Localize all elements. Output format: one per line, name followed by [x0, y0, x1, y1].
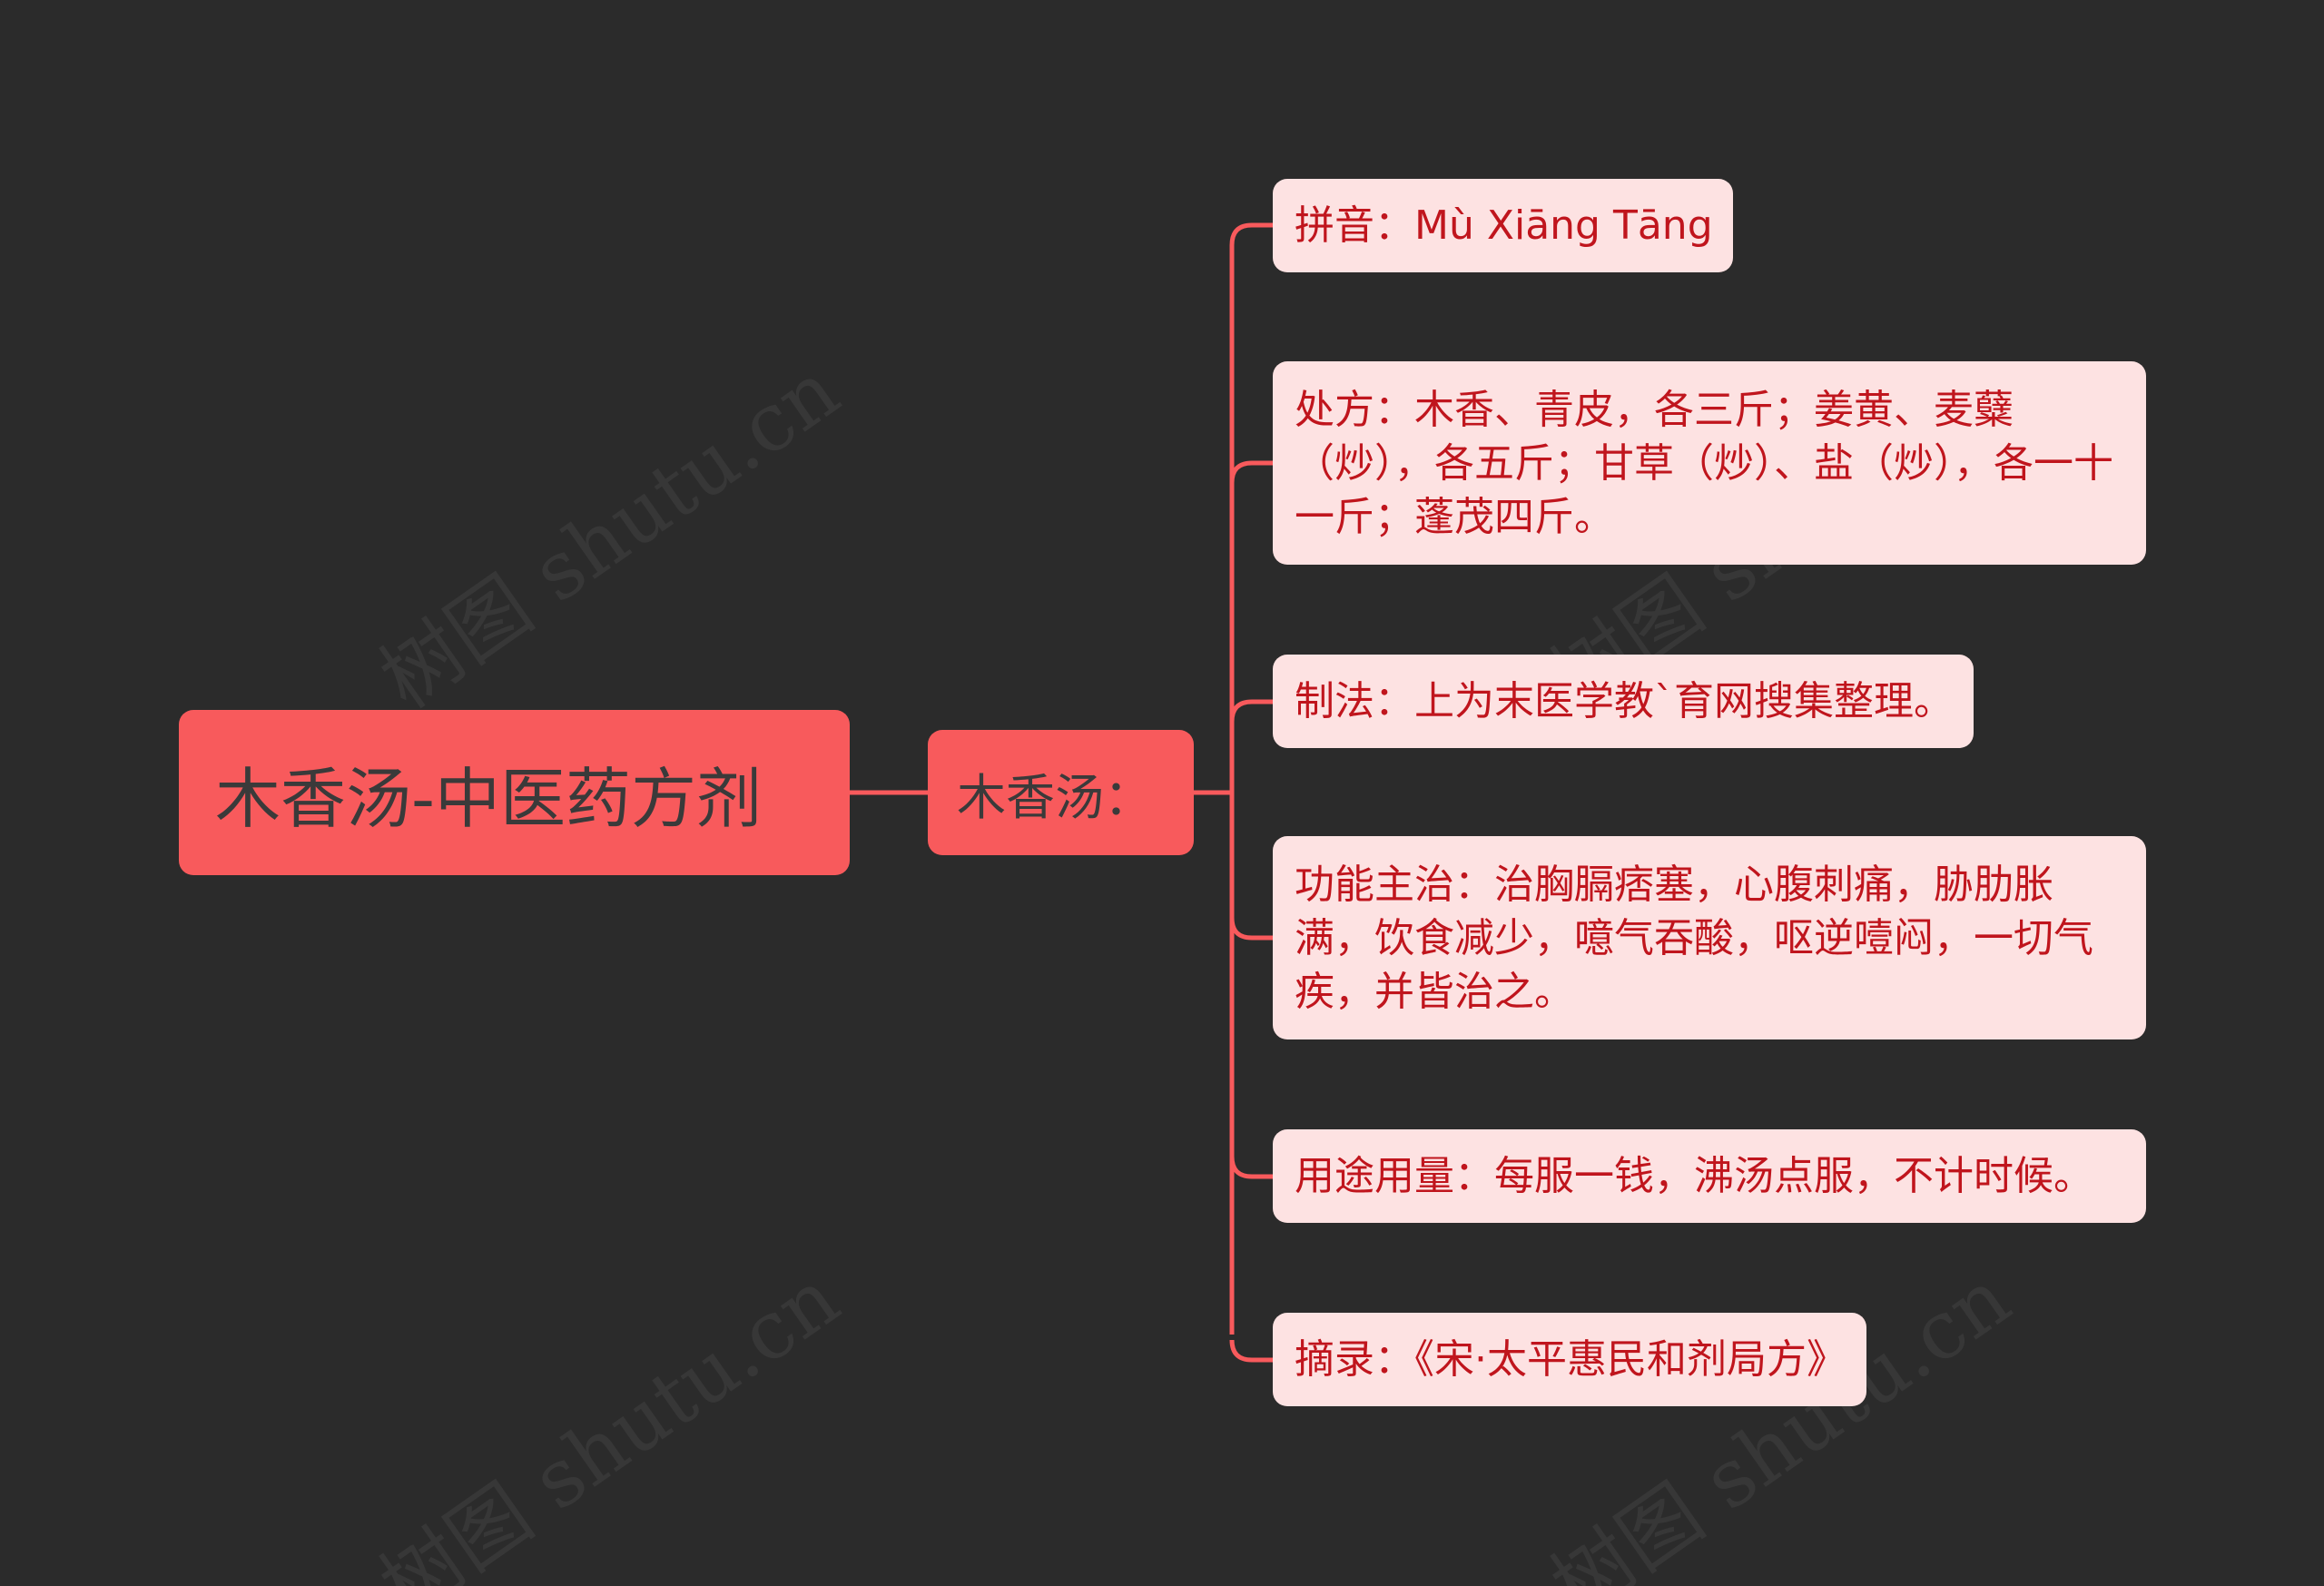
connector-leaf-5: [1229, 1156, 1273, 1179]
leaf-indications-label: 功能主治：治胸膈痞塞，心腹刺痛，胁肋胀满，饮食减少，噫气吞酸，呕逆噎闷，一切气疾…: [1295, 861, 2093, 1015]
leaf-pinyin-label: 拼音：Mù Xiāng Tāng: [1295, 202, 1713, 249]
leaf-preparation-label: 制法：上为末医学教`育网搜集整理。: [1295, 678, 1954, 724]
leaf-dosage[interactable]: 用途用量：每服一钱，沸汤点服，不计时候。: [1273, 1129, 2146, 1223]
connector-leaf-1: [1229, 222, 1273, 246]
leaf-prescription-label: 处方：木香、青皮，各三斤；姜黄、麦糵（炒），各五斤；甘草（炒）、盐（炒），各一十…: [1295, 386, 2113, 540]
connector-leaf-3: [1229, 699, 1273, 723]
leaf-source[interactable]: 摘录：《宋·太平惠民和剂局方》: [1273, 1313, 1866, 1406]
leaf-pinyin[interactable]: 拼音：Mù Xiāng Tāng: [1273, 179, 1733, 272]
root-topic-label: 木香汤-中医药方剂: [215, 760, 762, 837]
leaf-source-label: 摘录：《宋·太平惠民和剂局方》: [1295, 1336, 1846, 1383]
connector-leaf-6: [1229, 1339, 1273, 1363]
leaf-preparation[interactable]: 制法：上为末医学教`育网搜集整理。: [1273, 655, 1974, 748]
subtopic-label: 木香汤：: [957, 768, 1153, 826]
subtopic-node[interactable]: 木香汤：: [928, 730, 1194, 855]
leaf-dosage-label: 用途用量：每服一钱，沸汤点服，不计时候。: [1295, 1153, 2093, 1199]
root-topic[interactable]: 木香汤-中医药方剂: [179, 710, 850, 875]
connector-leaf-2: [1229, 460, 1273, 484]
connector-leaf-4: [1229, 917, 1273, 941]
leaf-prescription[interactable]: 处方：木香、青皮，各三斤；姜黄、麦糵（炒），各五斤；甘草（炒）、盐（炒），各一十…: [1273, 361, 2146, 565]
leaf-indications[interactable]: 功能主治：治胸膈痞塞，心腹刺痛，胁肋胀满，饮食减少，噫气吞酸，呕逆噎闷，一切气疾…: [1273, 836, 2146, 1039]
